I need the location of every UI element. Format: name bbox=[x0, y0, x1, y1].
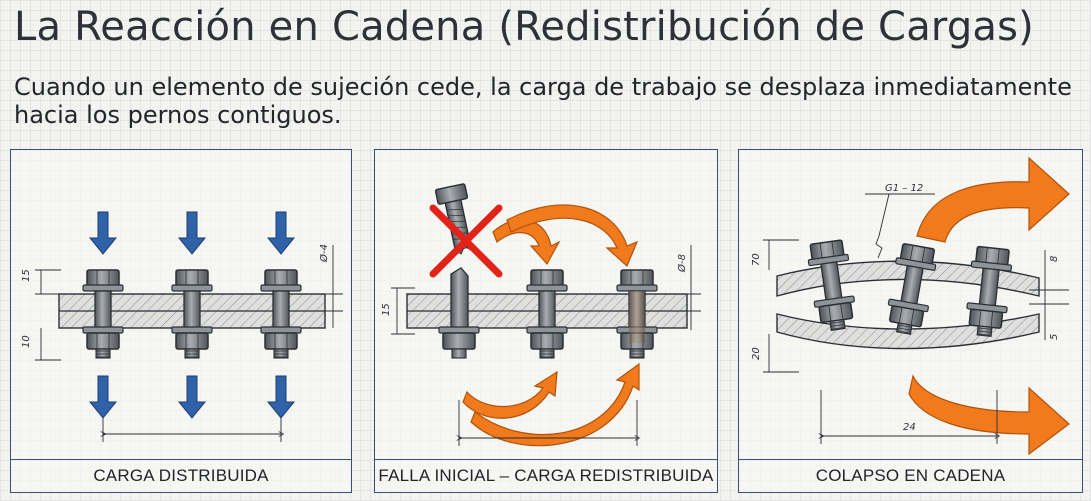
panel-caption-chain-collapse: COLAPSO EN CADENA bbox=[739, 459, 1082, 492]
curved-arrow-icon bbox=[462, 204, 640, 447]
bolt-3-strained bbox=[616, 269, 658, 359]
initial-failure-diagram: 15 Ø-8 bbox=[381, 183, 701, 447]
curved-arrow-icon bbox=[908, 156, 1070, 456]
dim-bottom-height: 20 bbox=[751, 347, 762, 360]
page-subtitle: Cuando un elemento de sujeción cede, la … bbox=[14, 73, 1072, 129]
dim-diameter: Ø-8 bbox=[676, 254, 688, 273]
down-arrow-icon bbox=[88, 211, 296, 255]
dim-span: 24 bbox=[903, 422, 916, 433]
bolt-2-tilted bbox=[883, 242, 940, 338]
panel-distributed-load: 15 10 Ø-4 CARGA DISTRIBUIDA bbox=[10, 149, 352, 493]
dim-diameter: Ø-4 bbox=[318, 244, 330, 263]
panel-initial-failure: 15 Ø-8 FALLA INICIAL – CARGA REDISTRIBUI… bbox=[374, 149, 718, 493]
dim-top-height: 70 bbox=[751, 253, 762, 266]
distributed-load-diagram: 15 10 Ø-4 bbox=[21, 211, 343, 442]
dim-right-top: 8 bbox=[1049, 256, 1060, 262]
dim-height: 15 bbox=[381, 303, 392, 316]
failure-x-icon bbox=[429, 204, 503, 278]
dim-top-height: 15 bbox=[21, 269, 32, 282]
chain-collapse-diagram: G1 – 12 70 20 8 5 24 bbox=[751, 156, 1070, 456]
dim-note: G1 – 12 bbox=[885, 183, 923, 194]
panel-chain-collapse: G1 – 12 70 20 8 5 24 COLAPSO EN CADENA bbox=[738, 149, 1083, 493]
panel-caption-distributed: CARGA DISTRIBUIDA bbox=[11, 459, 351, 492]
down-arrow-icon bbox=[88, 375, 296, 419]
broken-bolt bbox=[434, 183, 480, 359]
dim-right-bottom: 5 bbox=[1049, 334, 1060, 340]
dim-bottom-height: 10 bbox=[21, 335, 32, 348]
page-title: La Reacción en Cadena (Redistribución de… bbox=[14, 4, 1034, 50]
panel-caption-initial-failure: FALLA INICIAL – CARGA REDISTRIBUIDA bbox=[375, 459, 717, 492]
